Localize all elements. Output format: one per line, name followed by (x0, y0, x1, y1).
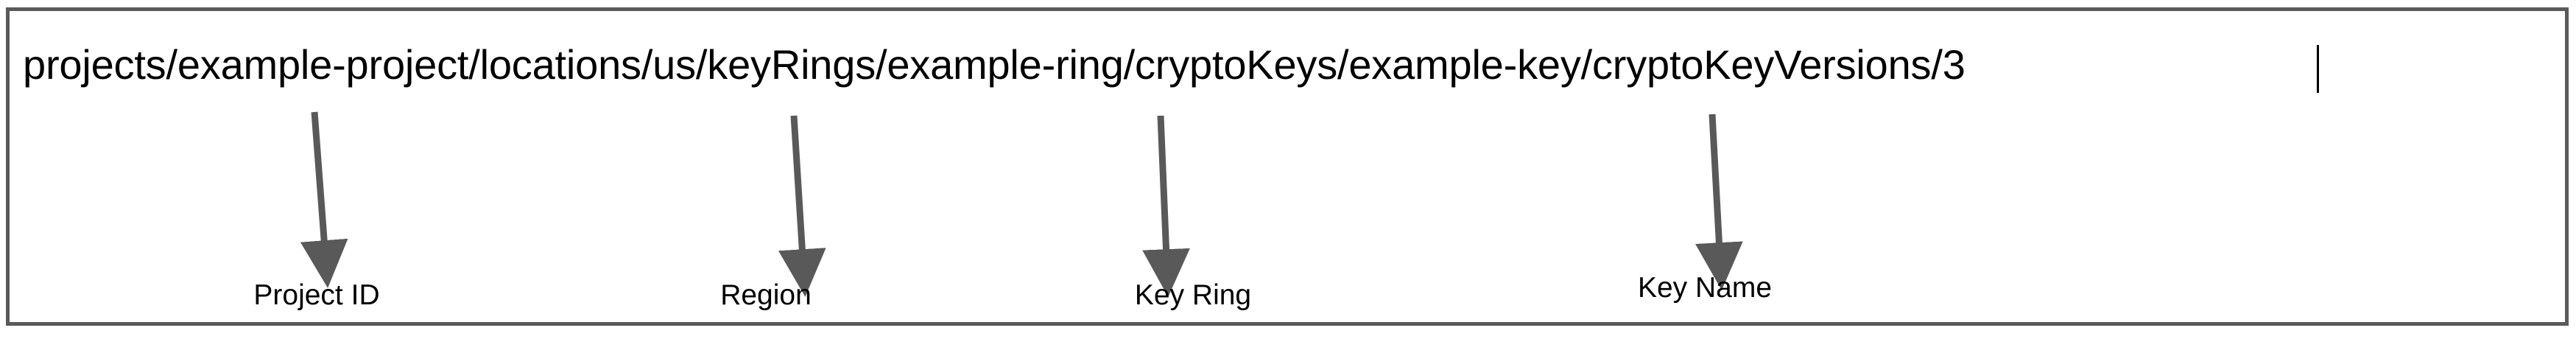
callout-label-key-ring: Key Ring (1134, 279, 1252, 311)
resource-path-text[interactable]: projects/example-project/locations/us/ke… (23, 41, 1966, 88)
path-input-frame (6, 7, 2569, 326)
text-cursor-caret (2317, 45, 2319, 93)
callout-label-region: Region (720, 279, 812, 311)
callout-label-key-name: Key Name (1637, 272, 1773, 304)
callout-label-project-id: Project ID (253, 279, 380, 311)
